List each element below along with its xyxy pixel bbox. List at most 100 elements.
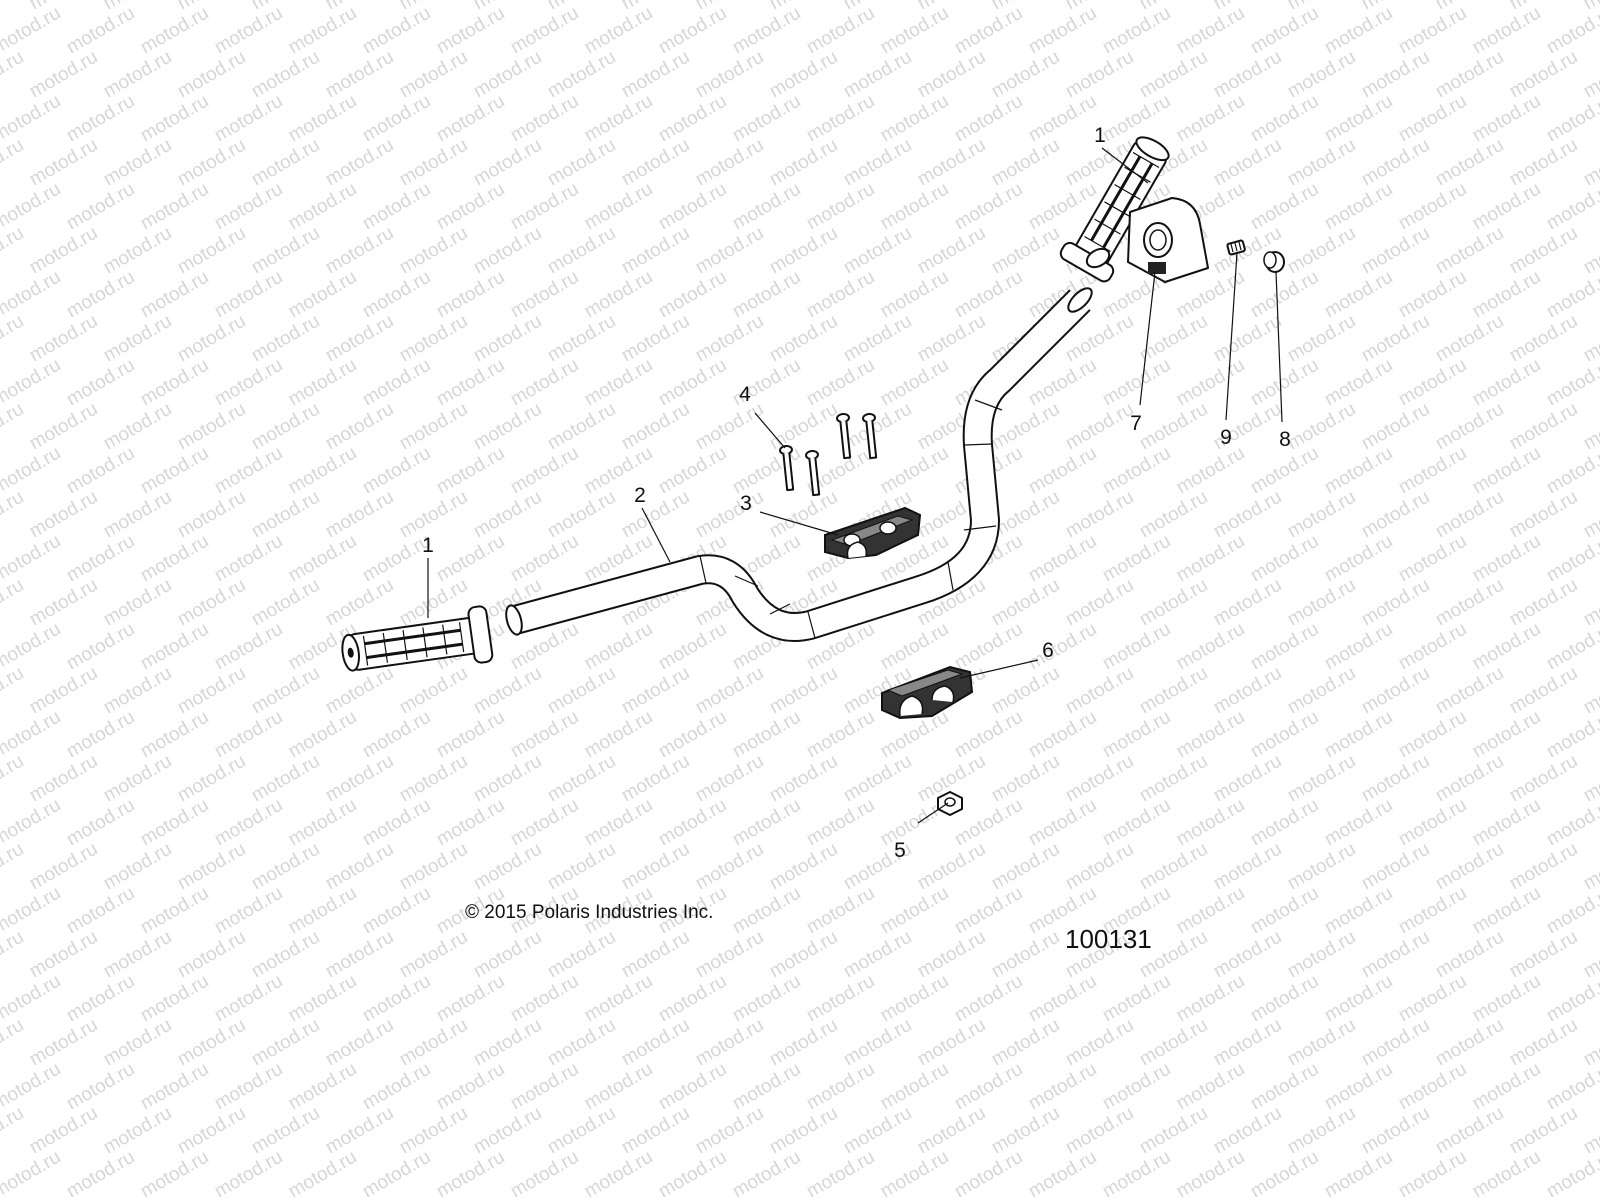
watermark-text: motod.ru [729,267,804,323]
watermark-text: motod.ru [803,1059,878,1115]
watermark-text: motod.ru [359,443,434,499]
watermark-text: motod.ru [544,839,619,895]
watermark-text: motod.ru [988,135,1063,191]
watermark-text: motod.ru [803,883,878,939]
watermark-text: motod.ru [729,971,804,1027]
watermark-text: motod.ru [470,399,545,455]
watermark-text: motod.ru [544,399,619,455]
watermark-text: motod.ru [63,443,138,499]
watermark-text: motod.ru [1247,707,1322,763]
watermark-text: motod.ru [1247,883,1322,939]
watermark-text: motod.ru [1210,135,1285,191]
watermark-text: motod.ru [1580,927,1600,983]
watermark-text: motod.ru [1395,1147,1470,1200]
watermark-text: motod.ru [63,619,138,675]
watermark-text: motod.ru [26,135,101,191]
watermark-text: motod.ru [729,179,804,235]
watermark-text: motod.ru [100,575,175,631]
watermark-text: motod.ru [1247,795,1322,851]
watermark-text: motod.ru [470,927,545,983]
watermark-text: motod.ru [1506,751,1581,807]
watermark-text: motod.ru [618,311,693,367]
watermark-text: motod.ru [1099,531,1174,587]
watermark-text: motod.ru [1469,531,1544,587]
watermark-text: motod.ru [1025,971,1100,1027]
watermark-text: motod.ru [63,531,138,587]
watermark-text: motod.ru [359,707,434,763]
watermark-text: motod.ru [174,135,249,191]
watermark-text: motod.ru [359,355,434,411]
watermark-text: motod.ru [322,1103,397,1159]
watermark-text: motod.ru [1062,751,1137,807]
watermark-text: motod.ru [692,223,767,279]
watermark-text: motod.ru [322,663,397,719]
watermark-text: motod.ru [1173,1059,1248,1115]
watermark-text: motod.ru [100,663,175,719]
watermark-text: motod.ru [1136,575,1211,631]
watermark-text: motod.ru [0,1015,27,1071]
watermark-text: motod.ru [729,1059,804,1115]
watermark-text: motod.ru [1136,487,1211,543]
watermark-text: motod.ru [1284,1015,1359,1071]
watermark-text: motod.ru [1173,1147,1248,1200]
watermark-text: motod.ru [729,3,804,59]
watermark-text: motod.ru [248,487,323,543]
watermark-text: motod.ru [0,223,27,279]
watermark-text: motod.ru [618,135,693,191]
watermark-text: motod.ru [1062,47,1137,103]
watermark-text: motod.ru [285,707,360,763]
watermark-text: motod.ru [1395,531,1470,587]
watermark-text: motod.ru [433,707,508,763]
watermark-text: motod.ru [1506,487,1581,543]
watermark-text: motod.ru [26,839,101,895]
watermark-text: motod.ru [100,399,175,455]
watermark-text: motod.ru [1395,91,1470,147]
watermark-text: motod.ru [840,1015,915,1071]
watermark-text: motod.ru [581,267,656,323]
watermark-text: motod.ru [285,179,360,235]
watermark-text: motod.ru [655,707,730,763]
watermark-text: motod.ru [174,575,249,631]
watermark-text: motod.ru [433,91,508,147]
watermark-text: motod.ru [1469,707,1544,763]
watermark-text: motod.ru [1469,267,1544,323]
watermark-text: motod.ru [396,663,471,719]
watermark-text: motod.ru [433,795,508,851]
watermark-text: motod.ru [1025,795,1100,851]
watermark-text: motod.ru [433,3,508,59]
watermark-text: motod.ru [988,575,1063,631]
left-grip-part [341,605,494,672]
watermark-text: motod.ru [1395,443,1470,499]
watermark-text: motod.ru [322,223,397,279]
watermark-text: motod.ru [1580,1103,1600,1159]
watermark-text: motod.ru [692,751,767,807]
watermark-text: motod.ru [1432,663,1507,719]
watermark-text: motod.ru [988,663,1063,719]
watermark-text: motod.ru [174,1015,249,1071]
watermark-text: motod.ru [211,795,286,851]
watermark-text: motod.ru [285,267,360,323]
watermark-text: motod.ru [1136,1015,1211,1071]
watermark-text: motod.ru [0,1147,64,1200]
watermark-text: motod.ru [1136,663,1211,719]
watermark-text: motod.ru [618,751,693,807]
throttle-block-part [1127,197,1209,283]
watermark-text: motod.ru [618,223,693,279]
watermark-text: motod.ru [840,47,915,103]
watermark-text: motod.ru [1395,795,1470,851]
watermark-text: motod.ru [248,223,323,279]
watermark-text: motod.ru [1210,1015,1285,1071]
watermark-text: motod.ru [1173,707,1248,763]
watermark-text: motod.ru [692,135,767,191]
watermark-text: motod.ru [1247,355,1322,411]
watermark-text: motod.ru [1358,927,1433,983]
watermark-text: motod.ru [988,47,1063,103]
watermark-text: motod.ru [1506,223,1581,279]
watermark-text: motod.ru [766,1103,841,1159]
watermark-text: motod.ru [1173,531,1248,587]
watermark-text: motod.ru [1173,795,1248,851]
watermark-text: motod.ru [137,1059,212,1115]
watermark-text: motod.ru [655,443,730,499]
watermark-text: motod.ru [618,839,693,895]
watermark-text: motod.ru [877,883,952,939]
